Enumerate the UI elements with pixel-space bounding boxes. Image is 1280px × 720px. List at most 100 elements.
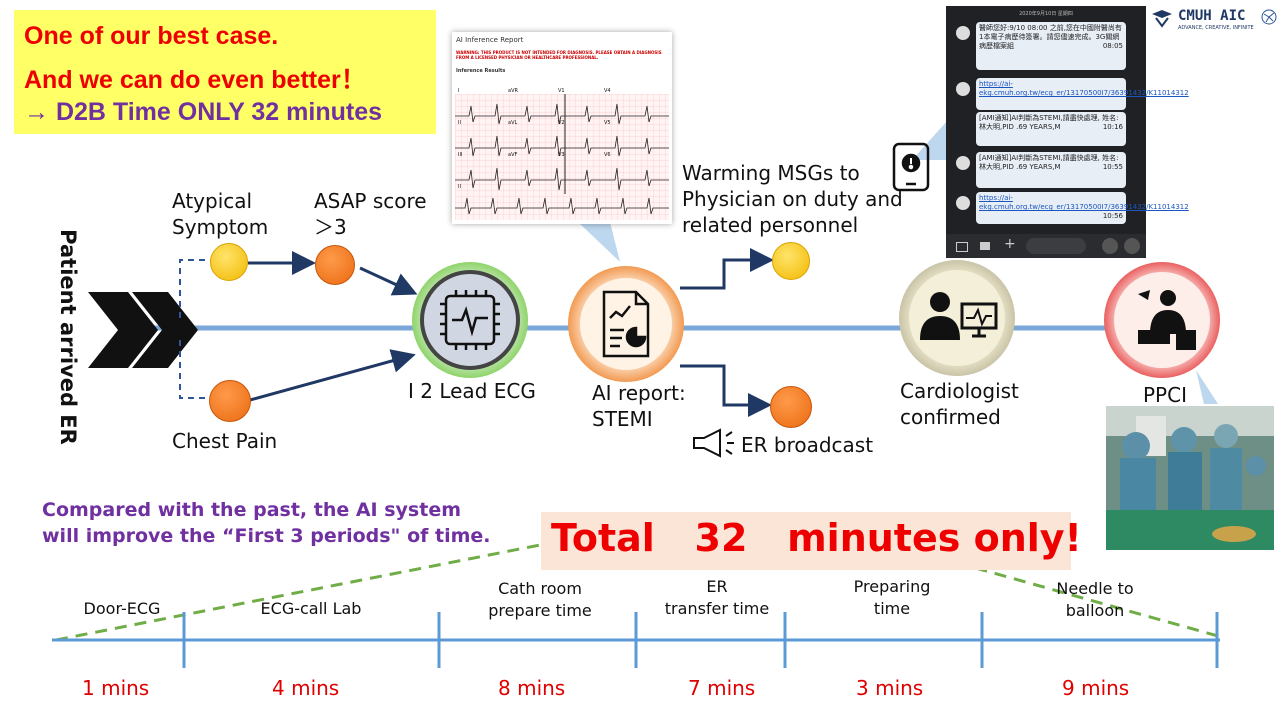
entry-chevron-icon (88, 292, 198, 368)
asap-dot (315, 245, 355, 285)
callout-box: One of our best case. And we can do even… (14, 10, 436, 134)
funnel-line-left (55, 543, 541, 642)
report-title: AI Inference Report (456, 36, 524, 44)
compared-text: Compared with the past, the AI system wi… (42, 499, 491, 547)
lead-label-aVR: aVR (508, 88, 518, 94)
total-text: Total 32 minutes only! (551, 516, 1082, 560)
arrow-ai-warning (680, 248, 774, 290)
message-4-time: 10:55 (1102, 163, 1123, 171)
lead-label-V6: V6 (604, 152, 611, 158)
chest-pain-label: Chest Pain (172, 429, 278, 453)
message-5-link[interactable]: https://ai-ekg.cmuh.org.tw/ecg_er/131705… (979, 194, 1189, 211)
asap-label: ASAP score ＞3 (314, 189, 427, 239)
send-icon[interactable] (1124, 238, 1140, 254)
cmuh-logo: CMUH AIC ADVANCE, CREATIVE, INFINITE (1150, 6, 1278, 36)
timeline-value-preparing: 3 mins (856, 676, 924, 700)
report-pointer (578, 222, 620, 262)
message-3: [AMI通知]AI判斷為STEMI,請盡快處理, 姓名:林大明,PID .69 … (976, 112, 1126, 146)
ppci-label: PPCI (1143, 383, 1187, 407)
timeline-value-er-transfer: 7 mins (688, 676, 756, 700)
branch-down-dashed (179, 340, 210, 399)
arrow-ai-broadcast (680, 364, 772, 417)
message-3-time: 10:16 (1102, 123, 1123, 131)
atypical-label: Atypical Symptom (172, 189, 269, 239)
lead-label-II-rhythm: II (458, 184, 461, 190)
ppci-node (1104, 262, 1220, 378)
message-4-text: [AMI通知]AI判斷為STEMI,請盡快處理, 姓名:林大明,PID .69 … (979, 154, 1119, 171)
timeline-label-door-ecg: Door-ECG (83, 599, 161, 618)
message-input[interactable] (1026, 238, 1086, 254)
branch-up-dashed (179, 259, 210, 318)
message-5[interactable]: https://ai-ekg.cmuh.org.tw/ecg_er/131705… (976, 192, 1189, 224)
report-warning: WARNING: THIS PRODUCT IS NOT INTENDED FO… (456, 50, 662, 60)
message-2[interactable]: https://ai-ekg.cmuh.org.tw/ecg_er/131705… (976, 78, 1189, 110)
lead-label-V1: V1 (558, 88, 565, 94)
camera-icon[interactable] (980, 242, 990, 250)
doctor-monitor-icon (920, 292, 998, 340)
chip-icon (440, 290, 500, 350)
ecg-strip (455, 94, 669, 220)
image-icon[interactable] (956, 242, 968, 252)
surgery-pointer (1196, 370, 1218, 404)
logo-bird-icon (1152, 10, 1172, 28)
arrow-asap-ecg (359, 266, 418, 296)
timeline-value-door-ecg: 1 mins (82, 676, 150, 700)
message-2-link[interactable]: https://ai-ekg.cmuh.org.tw/ecg_er/131705… (979, 80, 1189, 97)
timeline-label-needle-balloon: Needle to balloon (1056, 579, 1134, 620)
atypical-dot (210, 243, 248, 281)
lead-label-V3: V3 (558, 152, 565, 158)
timeline-value-needle-balloon: 9 mins (1062, 676, 1130, 700)
cardiologist-label: Cardiologist confirmed (900, 379, 1019, 429)
broadcast-label: ER broadcast (741, 433, 874, 457)
avatar (956, 156, 970, 170)
timeline-label-ecg-call-lab: ECG-call Lab (260, 599, 362, 618)
voice-icon[interactable] (1102, 238, 1118, 254)
avatar (956, 26, 970, 40)
lead-label-V2: V2 (558, 120, 565, 126)
timeline-value-cath-room: 8 mins (498, 676, 566, 700)
chest-pain-dot (209, 380, 251, 422)
phone-screenshot: 2020年9月10日 星期四 醫師您好:9/10 08:00 之前,您在中國附醫… (946, 6, 1189, 258)
ai-report-node (568, 266, 684, 382)
callout-line-3: → D2B Time ONLY 32 minutes (24, 98, 382, 126)
total-box: Total 32 minutes only! (541, 512, 1082, 570)
ai-report-thumbnail: AI Inference Report WARNING: THIS PRODUC… (452, 32, 672, 224)
phone-pointer (912, 120, 948, 160)
arrow-chest-ecg (249, 349, 416, 402)
timeline-label-er-transfer: ER transfer time (664, 577, 770, 618)
add-icon[interactable]: + (1004, 236, 1016, 252)
message-4: [AMI通知]AI判斷為STEMI,請盡快處理, 姓名:林大明,PID .69 … (976, 152, 1126, 188)
message-5-time: 10:56 (1102, 212, 1123, 220)
network-icon (1261, 9, 1277, 25)
logo-name: CMUH AIC (1178, 8, 1246, 24)
avatar (956, 196, 970, 210)
callout-line-2: And we can do even better！ (24, 66, 366, 94)
timeline-value-ecg-call-lab: 4 mins (272, 676, 340, 700)
warning-dot (772, 242, 810, 280)
lead-label-I: I (458, 88, 460, 94)
phone-date: 2020年9月10日 星期四 (1019, 11, 1073, 17)
avatar (956, 82, 970, 96)
document-chart-icon (602, 290, 650, 358)
report-results: Inference Results (456, 68, 506, 74)
ecg-label: I 2 Lead ECG (408, 379, 536, 403)
phone-input-bar: + (946, 234, 1146, 258)
megaphone-icon (693, 428, 734, 458)
lead-label-II: II (458, 120, 461, 126)
warning-label: Warming MSGs to Physician on duty and re… (682, 161, 903, 237)
phone-alert-icon (892, 142, 930, 192)
callout-line-1: One of our best case. (24, 22, 279, 50)
lead-label-III: III (458, 152, 463, 158)
surgery-photo (1106, 406, 1274, 550)
ecg-node (412, 262, 528, 378)
logo-tagline: ADVANCE, CREATIVE, INFINITE (1178, 25, 1254, 31)
lead-label-V5: V5 (604, 120, 611, 126)
lead-label-V4: V4 (604, 88, 611, 94)
lead-label-aVF: aVF (508, 152, 518, 158)
message-1: 醫師您好:9/10 08:00 之前,您在中國附醫尚有1本電子病歷待簽署。請您儘… (976, 22, 1126, 70)
ai-report-label: AI report: STEMI (592, 381, 686, 431)
broadcast-dot (770, 386, 812, 428)
message-1-time: 08:05 (1102, 42, 1123, 50)
message-1-text: 醫師您好:9/10 08:00 之前,您在中國附醫尚有1本電子病歷待簽署。請您儘… (979, 24, 1122, 50)
